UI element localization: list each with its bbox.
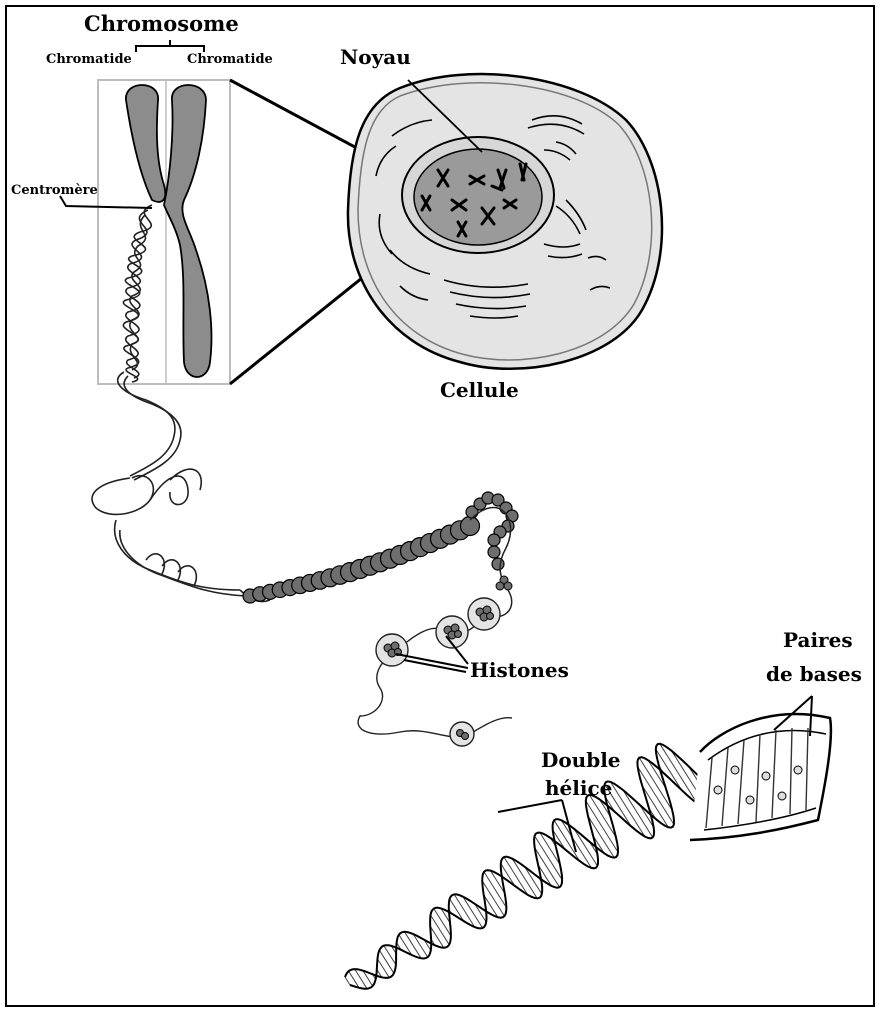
helix-rung bbox=[462, 896, 484, 929]
coiled-chromatin bbox=[122, 204, 153, 383]
helix-rung bbox=[503, 856, 529, 895]
helix-rung bbox=[604, 783, 632, 827]
helix-rung bbox=[481, 880, 505, 917]
base-pairs-leader bbox=[773, 695, 813, 737]
double-helix bbox=[344, 742, 719, 990]
helix-rung bbox=[637, 766, 675, 825]
chromosome-label: Chromosome bbox=[84, 11, 239, 36]
helix-rung bbox=[440, 908, 451, 924]
helix-rung bbox=[647, 760, 667, 789]
double-helix-label-line2: hélice bbox=[545, 776, 613, 800]
helix-rung bbox=[592, 835, 605, 854]
left-chromatid bbox=[125, 84, 167, 203]
centromere-label: Centromère bbox=[11, 183, 98, 198]
helix-rung bbox=[587, 815, 615, 858]
helix-rung bbox=[524, 866, 543, 895]
helix-rung bbox=[430, 914, 450, 945]
helix-rung bbox=[534, 835, 563, 880]
helix-rung bbox=[539, 832, 561, 865]
helix-rung bbox=[483, 871, 507, 908]
nucleus-label: Noyau bbox=[340, 45, 411, 69]
helix-rung bbox=[354, 968, 368, 989]
base-pairs-label-line1: Paires bbox=[783, 628, 853, 652]
helix-rung bbox=[383, 945, 397, 965]
helix-rung bbox=[537, 864, 552, 887]
nucleosome-bead bbox=[487, 545, 501, 559]
chromatid-left-label: Chromatide bbox=[46, 52, 132, 67]
nucleus bbox=[401, 136, 555, 254]
diagram-frame bbox=[5, 5, 875, 1007]
cell-label: Cellule bbox=[440, 378, 519, 402]
helix-rung bbox=[404, 931, 422, 959]
chromosome-bracket bbox=[135, 40, 205, 52]
chromatid-right-label: Chromatide bbox=[187, 52, 273, 67]
double-helix-label-line1: Double bbox=[541, 748, 621, 772]
helix-rung bbox=[344, 976, 351, 986]
helix-rung bbox=[483, 894, 499, 918]
helix-rung bbox=[553, 820, 581, 862]
helix-rung bbox=[534, 847, 560, 888]
helix-rung bbox=[378, 949, 395, 974]
helix-rung bbox=[348, 970, 360, 989]
helix-rung bbox=[474, 903, 487, 923]
nucleus-leader bbox=[407, 79, 483, 153]
helix-rung bbox=[552, 829, 566, 850]
helix-rung bbox=[573, 828, 598, 867]
chromosome-zoom-box bbox=[97, 79, 231, 385]
double-helix-leader bbox=[497, 799, 577, 853]
helix-rung bbox=[433, 908, 452, 937]
helix-rung bbox=[423, 939, 432, 951]
helix-rung bbox=[622, 789, 654, 838]
solenoid-fiber bbox=[91, 371, 271, 603]
helix-rung bbox=[639, 804, 655, 828]
helix-rung bbox=[638, 757, 673, 811]
helix-rung bbox=[412, 933, 429, 958]
helix-rung bbox=[655, 748, 682, 791]
base-pair-ladder bbox=[689, 695, 833, 842]
helix-rung bbox=[659, 743, 698, 805]
helix-rung bbox=[585, 800, 619, 853]
base-pairs-label-line2: de bases bbox=[766, 662, 862, 686]
helix-rung bbox=[560, 820, 592, 869]
helix-rung bbox=[453, 894, 476, 928]
nucleosome-bead bbox=[491, 557, 505, 571]
histones-leader bbox=[395, 635, 469, 673]
centromere-leader bbox=[59, 195, 153, 209]
helix-rung bbox=[610, 781, 646, 837]
helix-rung bbox=[511, 858, 538, 899]
nucleosome-coil bbox=[242, 491, 519, 618]
histones-label: Histones bbox=[470, 658, 569, 682]
helix-rung bbox=[588, 794, 617, 838]
helix-rung bbox=[641, 785, 669, 828]
nucleosome-bead bbox=[487, 533, 501, 547]
helix-rung bbox=[449, 898, 465, 922]
right-chromatid bbox=[163, 84, 213, 378]
helix-rung bbox=[398, 934, 413, 956]
histone-octamers bbox=[383, 575, 513, 740]
cell bbox=[346, 72, 664, 371]
helix-rung bbox=[500, 863, 516, 887]
helix-rung bbox=[377, 958, 390, 978]
nucleosome-bead bbox=[491, 493, 505, 507]
helix-rung bbox=[429, 925, 445, 949]
helix-rung bbox=[490, 870, 506, 894]
helix-rung bbox=[362, 970, 374, 987]
